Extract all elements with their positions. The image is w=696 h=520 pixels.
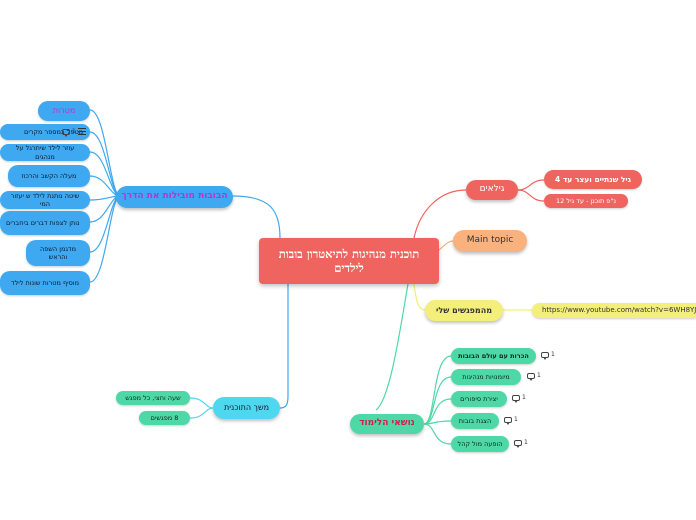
main-topic-node[interactable]: Main topic <box>453 230 527 252</box>
comment-icon <box>527 372 535 381</box>
ages-item-0[interactable]: גיל שנתיים ועצר עד 4 <box>544 170 642 189</box>
duration-item-0[interactable]: שעה וחצי, כל מפגש <box>116 391 190 405</box>
tools-item-6[interactable]: מדגמן השפה והראש <box>26 240 90 266</box>
subjects-item-1-badge[interactable]: 1 <box>527 372 541 381</box>
comment-icon <box>62 128 70 137</box>
central-topic[interactable]: תוכנית מנהיגות לתיאטרון בובות לילדים <box>259 238 439 284</box>
comment-icon <box>541 351 549 360</box>
duration-item-1[interactable]: 8 מפגשים <box>139 411 190 425</box>
comment-icon <box>514 439 522 448</box>
list-icon <box>77 128 86 135</box>
branch-meetings[interactable]: מהמפגשים שלי <box>425 300 503 321</box>
tools-item-goals[interactable]: מטרות <box>38 101 90 121</box>
subjects-item-2[interactable]: יצירת סיפורים <box>451 391 507 407</box>
branch-duration[interactable]: משך התוכנית <box>213 397 280 419</box>
subjects-item-2-badge[interactable]: 1 <box>512 394 526 403</box>
tools-item-7[interactable]: מוסיף מטרות שונות לילד <box>0 271 90 295</box>
comment-count: 1 <box>551 351 555 358</box>
comment-count: 1 <box>522 394 526 401</box>
subjects-item-4-badge[interactable]: 1 <box>514 439 528 448</box>
subjects-item-3-badge[interactable]: 1 <box>504 416 518 425</box>
tools-item-5[interactable]: נותן לצפות דברים ביחברים <box>0 211 90 235</box>
tools-item-2[interactable]: עוזר לילד שיתרגל על מנהגים <box>0 144 90 161</box>
comment-count: 1 <box>72 128 76 135</box>
comment-icon <box>512 394 520 403</box>
comment-count: 1 <box>524 439 528 446</box>
tools-item-1-badge[interactable]: 1 <box>62 128 86 137</box>
comment-count: 1 <box>514 416 518 423</box>
comment-count: 1 <box>537 372 541 379</box>
subjects-item-0-badge[interactable]: 1 <box>541 351 555 360</box>
tools-item-4[interactable]: שיטה נותנת לילד ש יעזור המי <box>0 191 90 209</box>
meetings-link[interactable]: https://www.youtube.com/watch?v=6WH8YJX0 <box>532 303 696 318</box>
tools-item-3[interactable]: מעלה הקשב והרכוז <box>8 165 90 187</box>
ages-item-1[interactable]: נ"פ תוכנן - עד גיל 12 <box>544 194 628 208</box>
subjects-item-0[interactable]: הכרות עם עולם הבובות <box>451 348 536 364</box>
subjects-item-3[interactable]: הצגת בובות <box>451 413 499 429</box>
comment-icon <box>504 416 512 425</box>
subjects-item-4[interactable]: הופעה מול קהל <box>451 436 509 452</box>
branch-ages[interactable]: גילאים <box>466 180 518 200</box>
branch-subjects[interactable]: נושאי הלימוד <box>350 414 424 434</box>
subjects-item-1[interactable]: מיומנויות מנהיגות <box>451 369 521 385</box>
tools-item-1-label: מטפל במספר מקרים <box>24 127 84 136</box>
branch-tools[interactable]: הבובות מובילות את הדרך <box>116 186 233 208</box>
